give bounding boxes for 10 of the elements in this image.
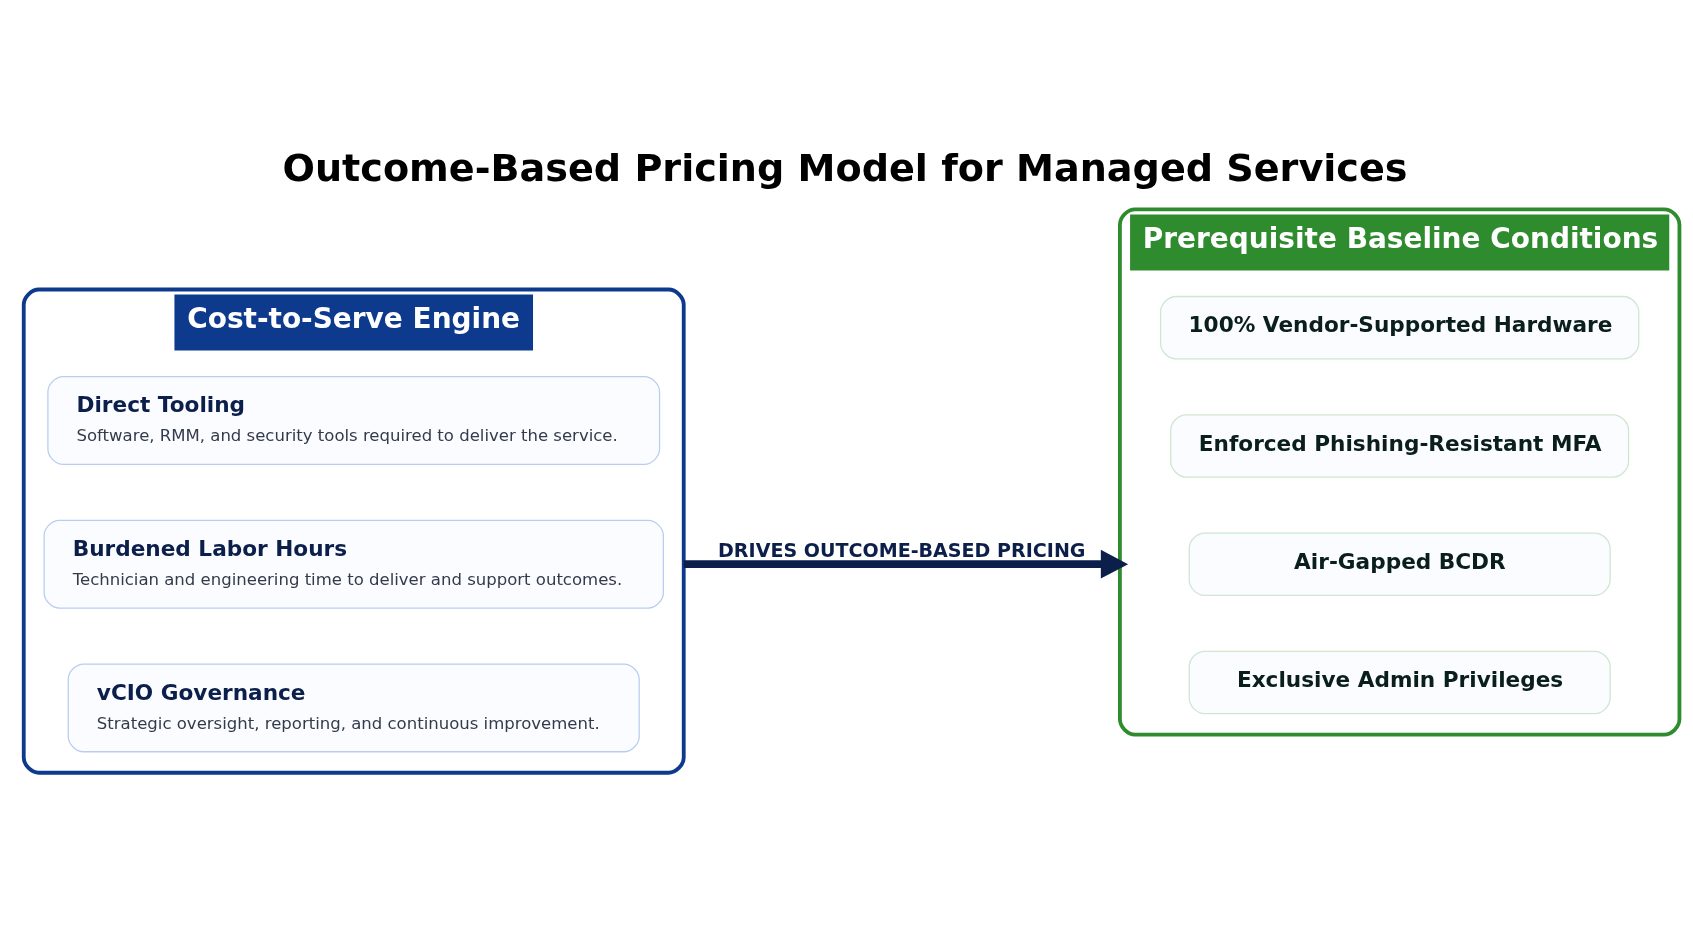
- node-box: Enforced Phishing-Resistant MFA: [1170, 413, 1630, 478]
- node-box: Direct Tooling Software, RMM, and security tools required to deliver the service.: [47, 375, 661, 465]
- node-box: vCIO Governance Strategic oversight, reporting, and continuous improvement.: [67, 662, 640, 752]
- diagram-title: Outcome-Based Pricing Model for Managed Services: [282, 145, 1408, 190]
- node-box: Burdened Labor Hours Technician and engineering time to deliver and support outcomes.: [43, 519, 664, 609]
- arrow: [683, 549, 1129, 578]
- edge-label: DRIVES OUTCOME-BASED PRICING: [718, 538, 1086, 561]
- node-box: Air-Gapped BCDR: [1188, 531, 1611, 596]
- node-box: Exclusive Admin Privileges: [1188, 650, 1611, 714]
- node-box: 100% Vendor-Supported Hardware: [1159, 295, 1640, 359]
